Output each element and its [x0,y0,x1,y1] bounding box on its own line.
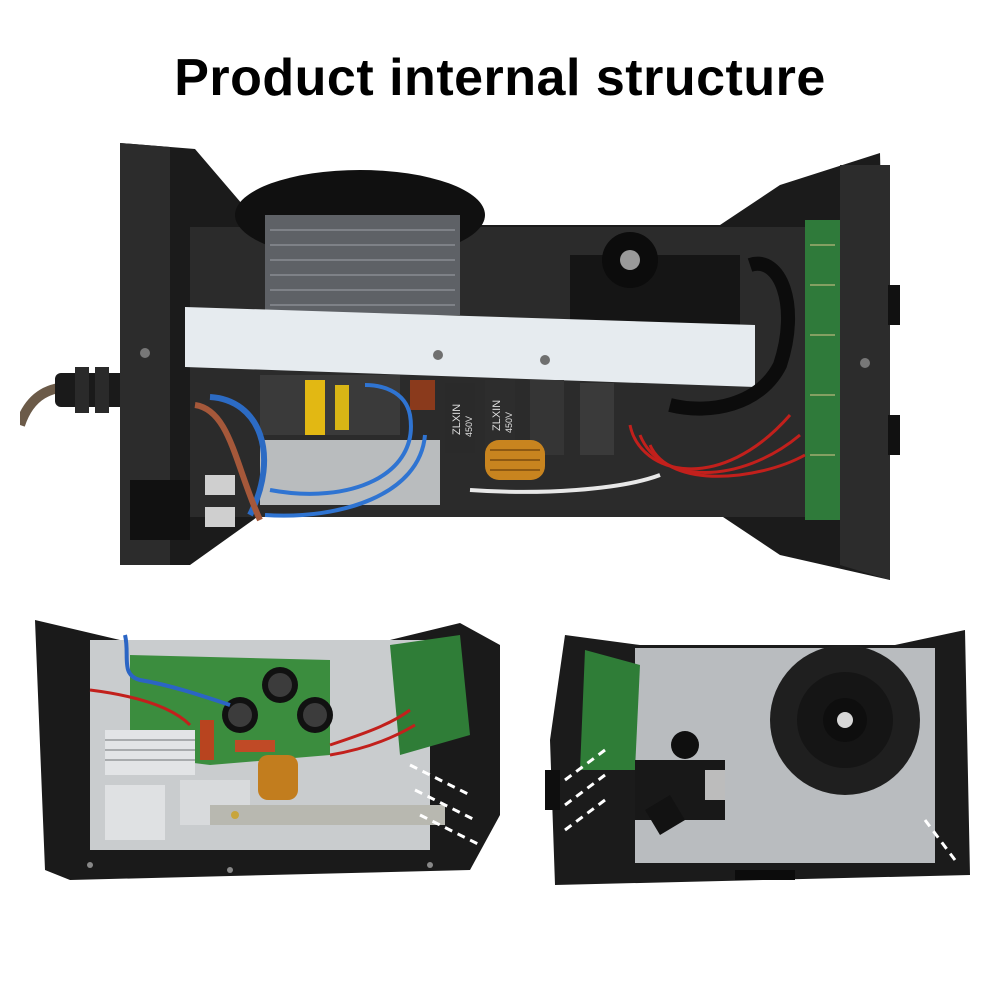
capacitor-label: ZLXIN [491,400,503,431]
welder-top-view-photo: ZLXIN 450V ZLXIN 450V [20,143,900,580]
capacitor-group: ZLXIN 450V ZLXIN 450V [445,380,614,455]
welder-board-side-photo [35,620,500,880]
welder-feeder-side-photo [545,630,970,885]
capacitor-label: 450V [504,412,514,433]
page-title: Product internal structure [174,49,826,107]
capacitor-label: 450V [464,416,474,437]
capacitor-label: ZLXIN [451,404,463,435]
